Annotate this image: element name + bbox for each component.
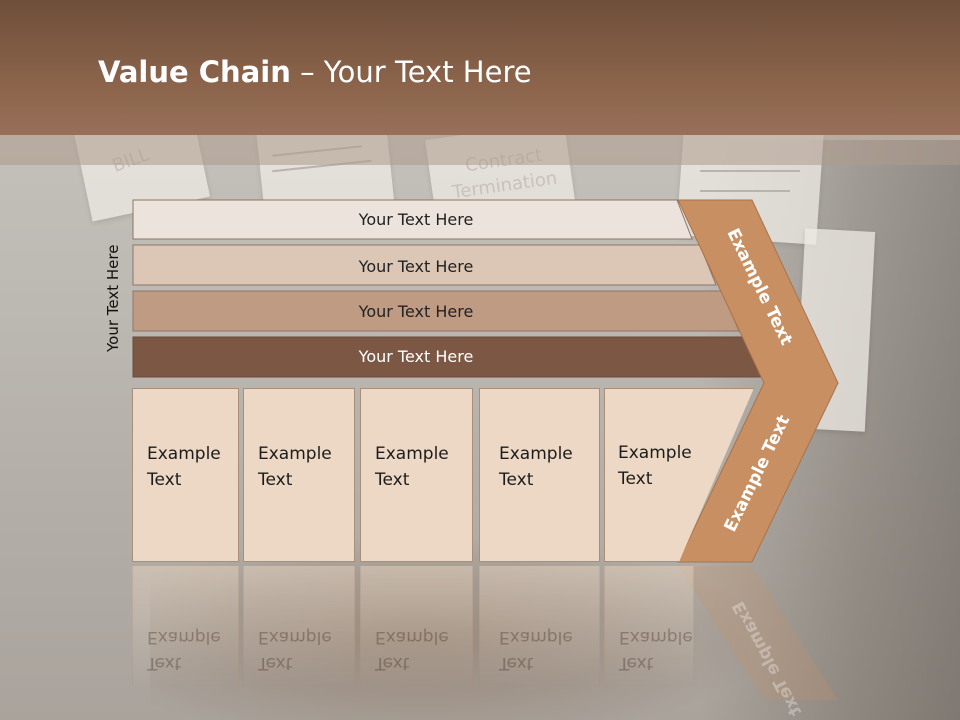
header-band <box>0 135 960 165</box>
value-row-2 <box>132 244 717 286</box>
activity-box-5-reflection-line2: Text <box>619 653 654 673</box>
activity-box-2-reflection: Text Example <box>243 566 355 686</box>
value-row-1-label: Your Text Here <box>358 210 474 229</box>
chevron-reflection <box>678 566 838 700</box>
activity-box-3-reflection-text: Text Example <box>375 624 465 676</box>
value-row-3-label: Your Text Here <box>358 302 474 321</box>
activity-box-4-reflection-text: Text Example <box>499 624 589 676</box>
activity-box-3-reflection-line1: Example <box>375 627 449 647</box>
value-chain-chevron <box>677 199 839 563</box>
header-bar <box>0 0 960 135</box>
activity-box-2-reflection-line2: Text <box>258 653 293 673</box>
activity-box-1-reflection-line1: Example <box>147 627 221 647</box>
activity-box-5-reflection: Text Example <box>604 566 694 686</box>
activity-box-2-line1: Example <box>258 444 332 464</box>
background-hands <box>150 540 750 720</box>
value-row-1 <box>132 199 693 240</box>
activity-box-3-reflection: Text Example <box>360 566 473 686</box>
activity-box-4-line2: Text <box>499 470 534 490</box>
activity-box-1-reflection: Text Example <box>132 566 239 686</box>
title-bold: Value Chain <box>98 55 291 89</box>
activity-box-3-line2: Text <box>375 470 410 490</box>
title-rest: – Your Text Here <box>290 55 532 89</box>
activity-box-5-reflection-text: Text Example <box>619 624 709 676</box>
activity-box-5-line1: Example <box>618 443 692 463</box>
activity-box-2-line2: Text <box>258 470 293 490</box>
activity-box-4-reflection-line1: Example <box>499 627 573 647</box>
activity-box-4-line1: Example <box>499 444 573 464</box>
activity-box-2-reflection-text: Text Example <box>258 624 348 676</box>
activity-box-5-reflection-line1: Example <box>619 627 693 647</box>
activity-box-1-reflection-text: Text Example <box>147 624 237 676</box>
activity-box-2-reflection-line1: Example <box>258 627 332 647</box>
background-text-line <box>700 170 800 172</box>
page-title: Value Chain – Your Text Here <box>98 55 532 89</box>
background-text-line <box>700 190 790 192</box>
value-row-4-label: Your Text Here <box>358 347 474 366</box>
value-row-2-label: Your Text Here <box>358 257 474 276</box>
activity-box-4-reflection: Text Example <box>479 566 600 686</box>
activity-box-5-line2: Text <box>618 469 653 489</box>
activity-box-1-line2: Text <box>147 470 182 490</box>
activity-box-1-reflection-line2: Text <box>147 653 182 673</box>
activity-box-1-line1: Example <box>147 444 221 464</box>
activity-box-3-line1: Example <box>375 444 449 464</box>
activity-box-4-reflection-line2: Text <box>499 653 534 673</box>
value-row-3 <box>132 290 740 332</box>
activity-box-3-reflection-line2: Text <box>375 653 410 673</box>
